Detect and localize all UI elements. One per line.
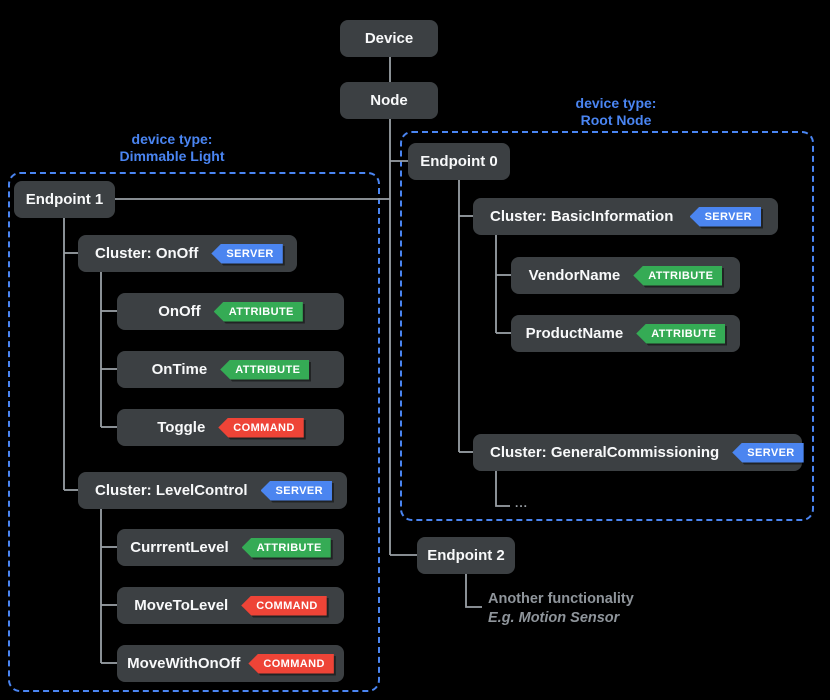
endpoint-2-annotation: Another functionality E.g. Motion Sensor bbox=[488, 590, 634, 628]
node-label: ProductName bbox=[525, 325, 624, 342]
connector-line bbox=[465, 574, 482, 608]
node-label: Endpoint 1 bbox=[25, 191, 104, 208]
command-badge-label: COMMAND bbox=[248, 653, 334, 674]
node-cluster-levelcontrol: Cluster: LevelControl SERVER bbox=[78, 472, 347, 509]
node-label: Cluster: OnOff bbox=[95, 245, 199, 262]
attribute-badge-label: ATTRIBUTE bbox=[241, 537, 331, 558]
command-badge: COMMAND bbox=[248, 653, 334, 674]
server-badge-label: SERVER bbox=[211, 243, 283, 264]
node-label: OnTime bbox=[151, 361, 208, 378]
server-badge: SERVER bbox=[260, 480, 332, 501]
node-product-name: ProductName ATTRIBUTE bbox=[511, 315, 740, 352]
node-endpoint-1: Endpoint 1 bbox=[14, 181, 115, 218]
command-badge-label: COMMAND bbox=[218, 417, 304, 438]
node-label: MoveWithOnOff bbox=[127, 655, 241, 672]
node-label: MoveToLevel bbox=[134, 597, 229, 614]
more-items-ellipsis: ... bbox=[515, 496, 529, 510]
attribute-badge-label: ATTRIBUTE bbox=[633, 265, 723, 286]
node-vendor-name: VendorName ATTRIBUTE bbox=[511, 257, 740, 294]
node-label: CurrrentLevel bbox=[130, 539, 229, 556]
node-node: Node bbox=[340, 82, 438, 119]
node-label: OnOff bbox=[158, 303, 201, 320]
node-label: VendorName bbox=[528, 267, 621, 284]
group-rect-dimmable-light bbox=[8, 172, 380, 692]
node-label: Cluster: LevelControl bbox=[95, 482, 248, 499]
server-badge-label: SERVER bbox=[732, 442, 804, 463]
node-cluster-basic-information: Cluster: BasicInformation SERVER bbox=[473, 198, 778, 235]
node-onoff-attribute: OnOff ATTRIBUTE bbox=[117, 293, 344, 330]
node-toggle-command: Toggle COMMAND bbox=[117, 409, 344, 446]
group-rect-root-node bbox=[400, 131, 814, 521]
group-label-line1: device type: bbox=[575, 95, 657, 111]
command-badge: COMMAND bbox=[218, 417, 304, 438]
attribute-badge: ATTRIBUTE bbox=[636, 323, 726, 344]
annotation-line2: E.g. Motion Sensor bbox=[488, 610, 620, 626]
group-label-root-node: device type: Root Node bbox=[496, 95, 736, 129]
command-badge: COMMAND bbox=[241, 595, 327, 616]
node-endpoint-2: Endpoint 2 bbox=[417, 537, 515, 574]
server-badge-label: SERVER bbox=[260, 480, 332, 501]
group-label-line2: Root Node bbox=[580, 112, 652, 128]
node-endpoint-0: Endpoint 0 bbox=[408, 143, 510, 180]
group-label-dimmable-light: device type: Dimmable Light bbox=[52, 131, 292, 165]
node-movetolevel-command: MoveToLevel COMMAND bbox=[117, 587, 344, 624]
node-label: Toggle bbox=[157, 419, 206, 436]
server-badge: SERVER bbox=[689, 206, 761, 227]
command-badge-label: COMMAND bbox=[241, 595, 327, 616]
server-badge: SERVER bbox=[732, 442, 804, 463]
node-label: Cluster: BasicInformation bbox=[490, 208, 674, 225]
node-label: Node bbox=[370, 92, 408, 109]
connector-line bbox=[495, 471, 510, 507]
node-movewithonoff-command: MoveWithOnOff COMMAND bbox=[117, 645, 344, 682]
attribute-badge-label: ATTRIBUTE bbox=[213, 301, 303, 322]
attribute-badge: ATTRIBUTE bbox=[220, 359, 310, 380]
node-cluster-general-commissioning: Cluster: GeneralCommissioning SERVER bbox=[473, 434, 804, 471]
server-badge-label: SERVER bbox=[689, 206, 761, 227]
node-label: Device bbox=[364, 30, 414, 47]
node-label: Endpoint 0 bbox=[420, 153, 498, 170]
node-label: Cluster: GeneralCommissioning bbox=[490, 444, 720, 461]
group-label-line2: Dimmable Light bbox=[119, 148, 225, 164]
attribute-badge: ATTRIBUTE bbox=[213, 301, 303, 322]
attribute-badge: ATTRIBUTE bbox=[241, 537, 331, 558]
node-currentlevel-attribute: CurrrentLevel ATTRIBUTE bbox=[117, 529, 344, 566]
node-ontime-attribute: OnTime ATTRIBUTE bbox=[117, 351, 344, 388]
attribute-badge-label: ATTRIBUTE bbox=[220, 359, 310, 380]
annotation-line1: Another functionality bbox=[488, 591, 634, 607]
attribute-badge-label: ATTRIBUTE bbox=[636, 323, 726, 344]
node-cluster-onoff: Cluster: OnOff SERVER bbox=[78, 235, 297, 272]
node-label: Endpoint 2 bbox=[427, 547, 505, 564]
server-badge: SERVER bbox=[211, 243, 283, 264]
group-label-line1: device type: bbox=[131, 131, 213, 147]
node-device: Device bbox=[340, 20, 438, 57]
attribute-badge: ATTRIBUTE bbox=[633, 265, 723, 286]
